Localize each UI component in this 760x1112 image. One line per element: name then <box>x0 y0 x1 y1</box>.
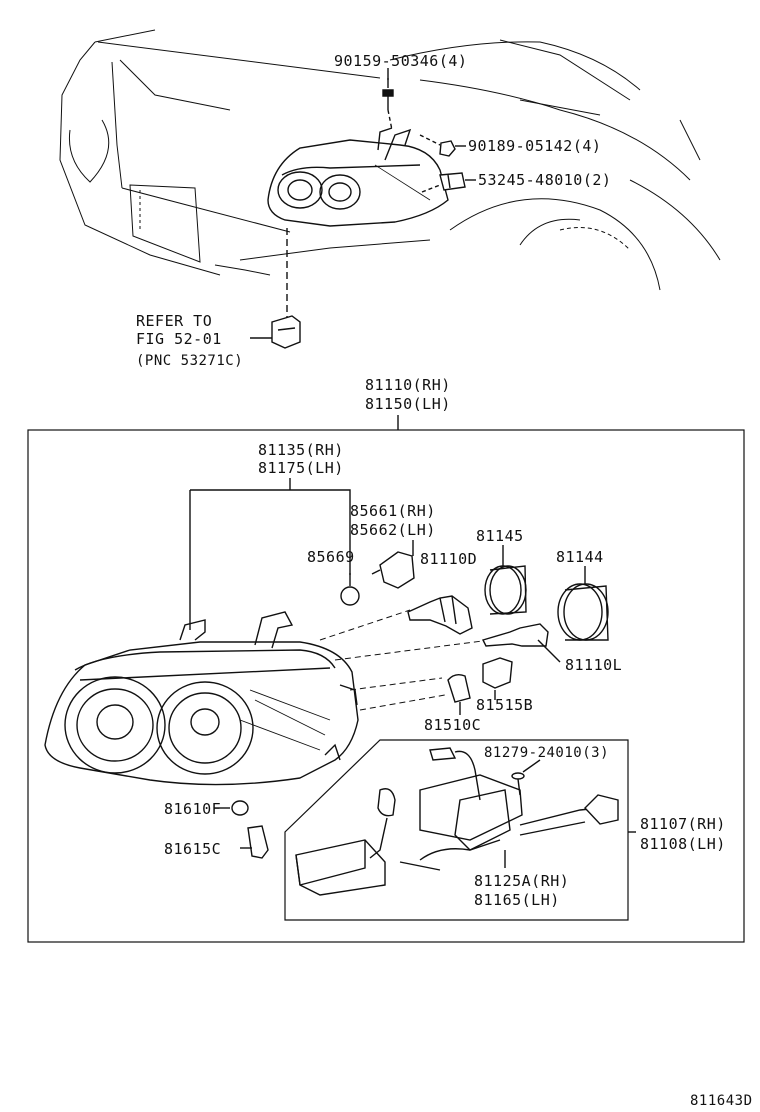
label-81510C: 81510C <box>424 716 482 734</box>
label-90159-50346: 90159-50346(4) <box>334 52 468 70</box>
bulb-81510C <box>447 673 471 715</box>
label-81110-rh: 81110(RH) <box>365 376 451 394</box>
label-81125A-rh: 81125A(RH) <box>474 872 570 890</box>
oring-85669 <box>340 586 360 606</box>
label-refer-fig: FIG 52-01 <box>136 330 222 348</box>
label-81150-lh: 81150(LH) <box>365 395 451 413</box>
label-85662-lh: 85662(LH) <box>350 521 436 539</box>
label-81615C: 81615C <box>164 840 222 858</box>
refer-bracket <box>250 315 301 349</box>
diagram-id: 811643D <box>690 1093 753 1109</box>
label-81108-lh: 81108(LH) <box>640 835 726 853</box>
label-85661-rh: 85661(RH) <box>350 502 436 520</box>
nut-90189 <box>419 134 466 157</box>
vehicle-front-outline <box>59 29 721 291</box>
label-81110L: 81110L <box>565 656 623 674</box>
label-81107-rh: 81107(RH) <box>640 815 726 833</box>
label-81175-lh: 81175(LH) <box>258 459 344 477</box>
label-90189-05142: 90189-05142(4) <box>468 137 602 155</box>
ballast-box <box>284 739 629 921</box>
bulb-81110D <box>407 595 473 635</box>
label-85669: 85669 <box>307 548 355 566</box>
label-81279-24010: 81279-24010(3) <box>484 745 610 761</box>
socket-81615C <box>240 825 269 859</box>
socket-81515B <box>482 657 513 700</box>
ballast-unit <box>295 747 619 896</box>
cover-81144 <box>557 583 609 641</box>
label-81610F: 81610F <box>164 800 222 818</box>
label-81165-lh: 81165(LH) <box>474 891 560 909</box>
bulb-81610F <box>214 800 249 816</box>
bolt-90159 <box>382 78 394 131</box>
label-81515B: 81515B <box>476 696 534 714</box>
label-81110D: 81110D <box>420 550 478 568</box>
screw-81279 <box>511 759 541 796</box>
label-refer-to: REFER TO <box>136 312 213 330</box>
main-headlamp <box>44 611 359 786</box>
vehicle-headlamp <box>267 127 449 227</box>
label-53245-48010: 53245-48010(2) <box>478 171 612 189</box>
cover-81145 <box>484 565 527 615</box>
assembly-box <box>27 429 745 943</box>
label-81135-rh: 81135(RH) <box>258 441 344 459</box>
label-81145: 81145 <box>476 527 524 545</box>
bulb-81110L <box>482 623 561 663</box>
label-81144: 81144 <box>556 548 604 566</box>
socket-85661 <box>371 540 415 589</box>
clip-53245 <box>421 172 476 193</box>
label-refer-pnc: (PNC 53271C) <box>136 353 244 369</box>
